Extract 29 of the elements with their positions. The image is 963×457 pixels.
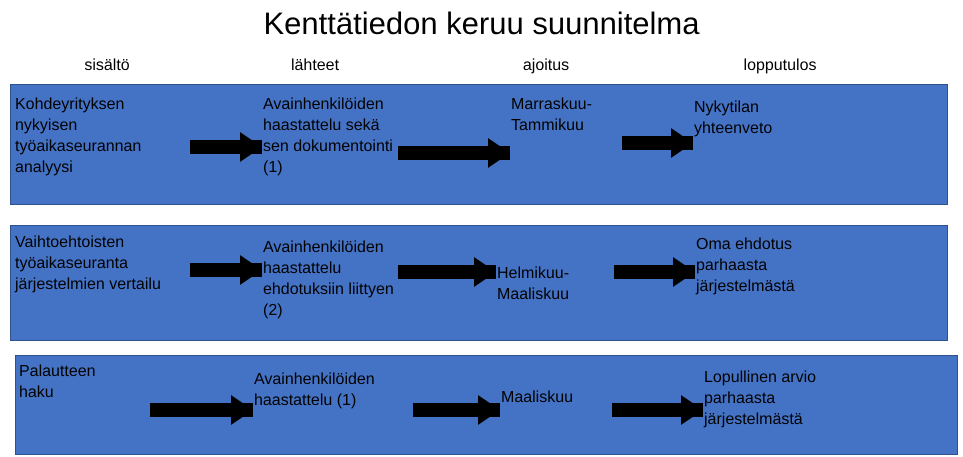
- step-text: Avainhenkilöiden haastattelu ehdotuksiin liittyen (2): [263, 237, 399, 337]
- step-text: Lopullinen arvio parhaasta järjestelmästä: [704, 367, 854, 447]
- step-text: Avainhenkilöiden haastattelu (1): [254, 369, 414, 449]
- step-text: Helmikuu-Maaliskuu: [497, 263, 615, 323]
- diagram-title: Kenttätiedon keruu suunnitelma: [262, 6, 700, 42]
- step-text: Marraskuu-Tammikuu: [511, 94, 623, 194]
- step-text: Maaliskuu: [501, 387, 613, 447]
- row-band: [10, 225, 948, 341]
- block-arrow: [398, 138, 510, 168]
- step-text: Avainhenkilöiden haastattelu sekä sen dokumentointi (1): [263, 94, 399, 194]
- step-text: Oma ehdotus parhaasta järjestelmästä: [696, 234, 846, 334]
- step-text: Vaihtoehtoisten työaikaseuranta järjestelmien vertailu: [15, 232, 191, 332]
- block-arrow: [612, 395, 703, 425]
- column-header: lähteet: [290, 57, 340, 75]
- block-arrow: [190, 132, 262, 162]
- step-text: Kohdeyrityksen nykyisen työaikaseurannan analyysi: [15, 94, 191, 194]
- step-text: Palautteen haku: [19, 361, 151, 451]
- column-header: ajoitus: [522, 57, 570, 75]
- block-arrow: [413, 395, 500, 425]
- column-header: lopputulos: [742, 57, 818, 75]
- block-arrow: [622, 128, 693, 158]
- block-arrow: [150, 395, 253, 425]
- block-arrow: [190, 255, 262, 285]
- block-arrow: [398, 257, 496, 287]
- step-text: Nykytilan yhteenveto: [694, 97, 814, 197]
- block-arrow: [614, 257, 695, 287]
- row-band: [15, 355, 958, 455]
- column-header: sisältö: [83, 57, 131, 75]
- row-band: [10, 84, 948, 205]
